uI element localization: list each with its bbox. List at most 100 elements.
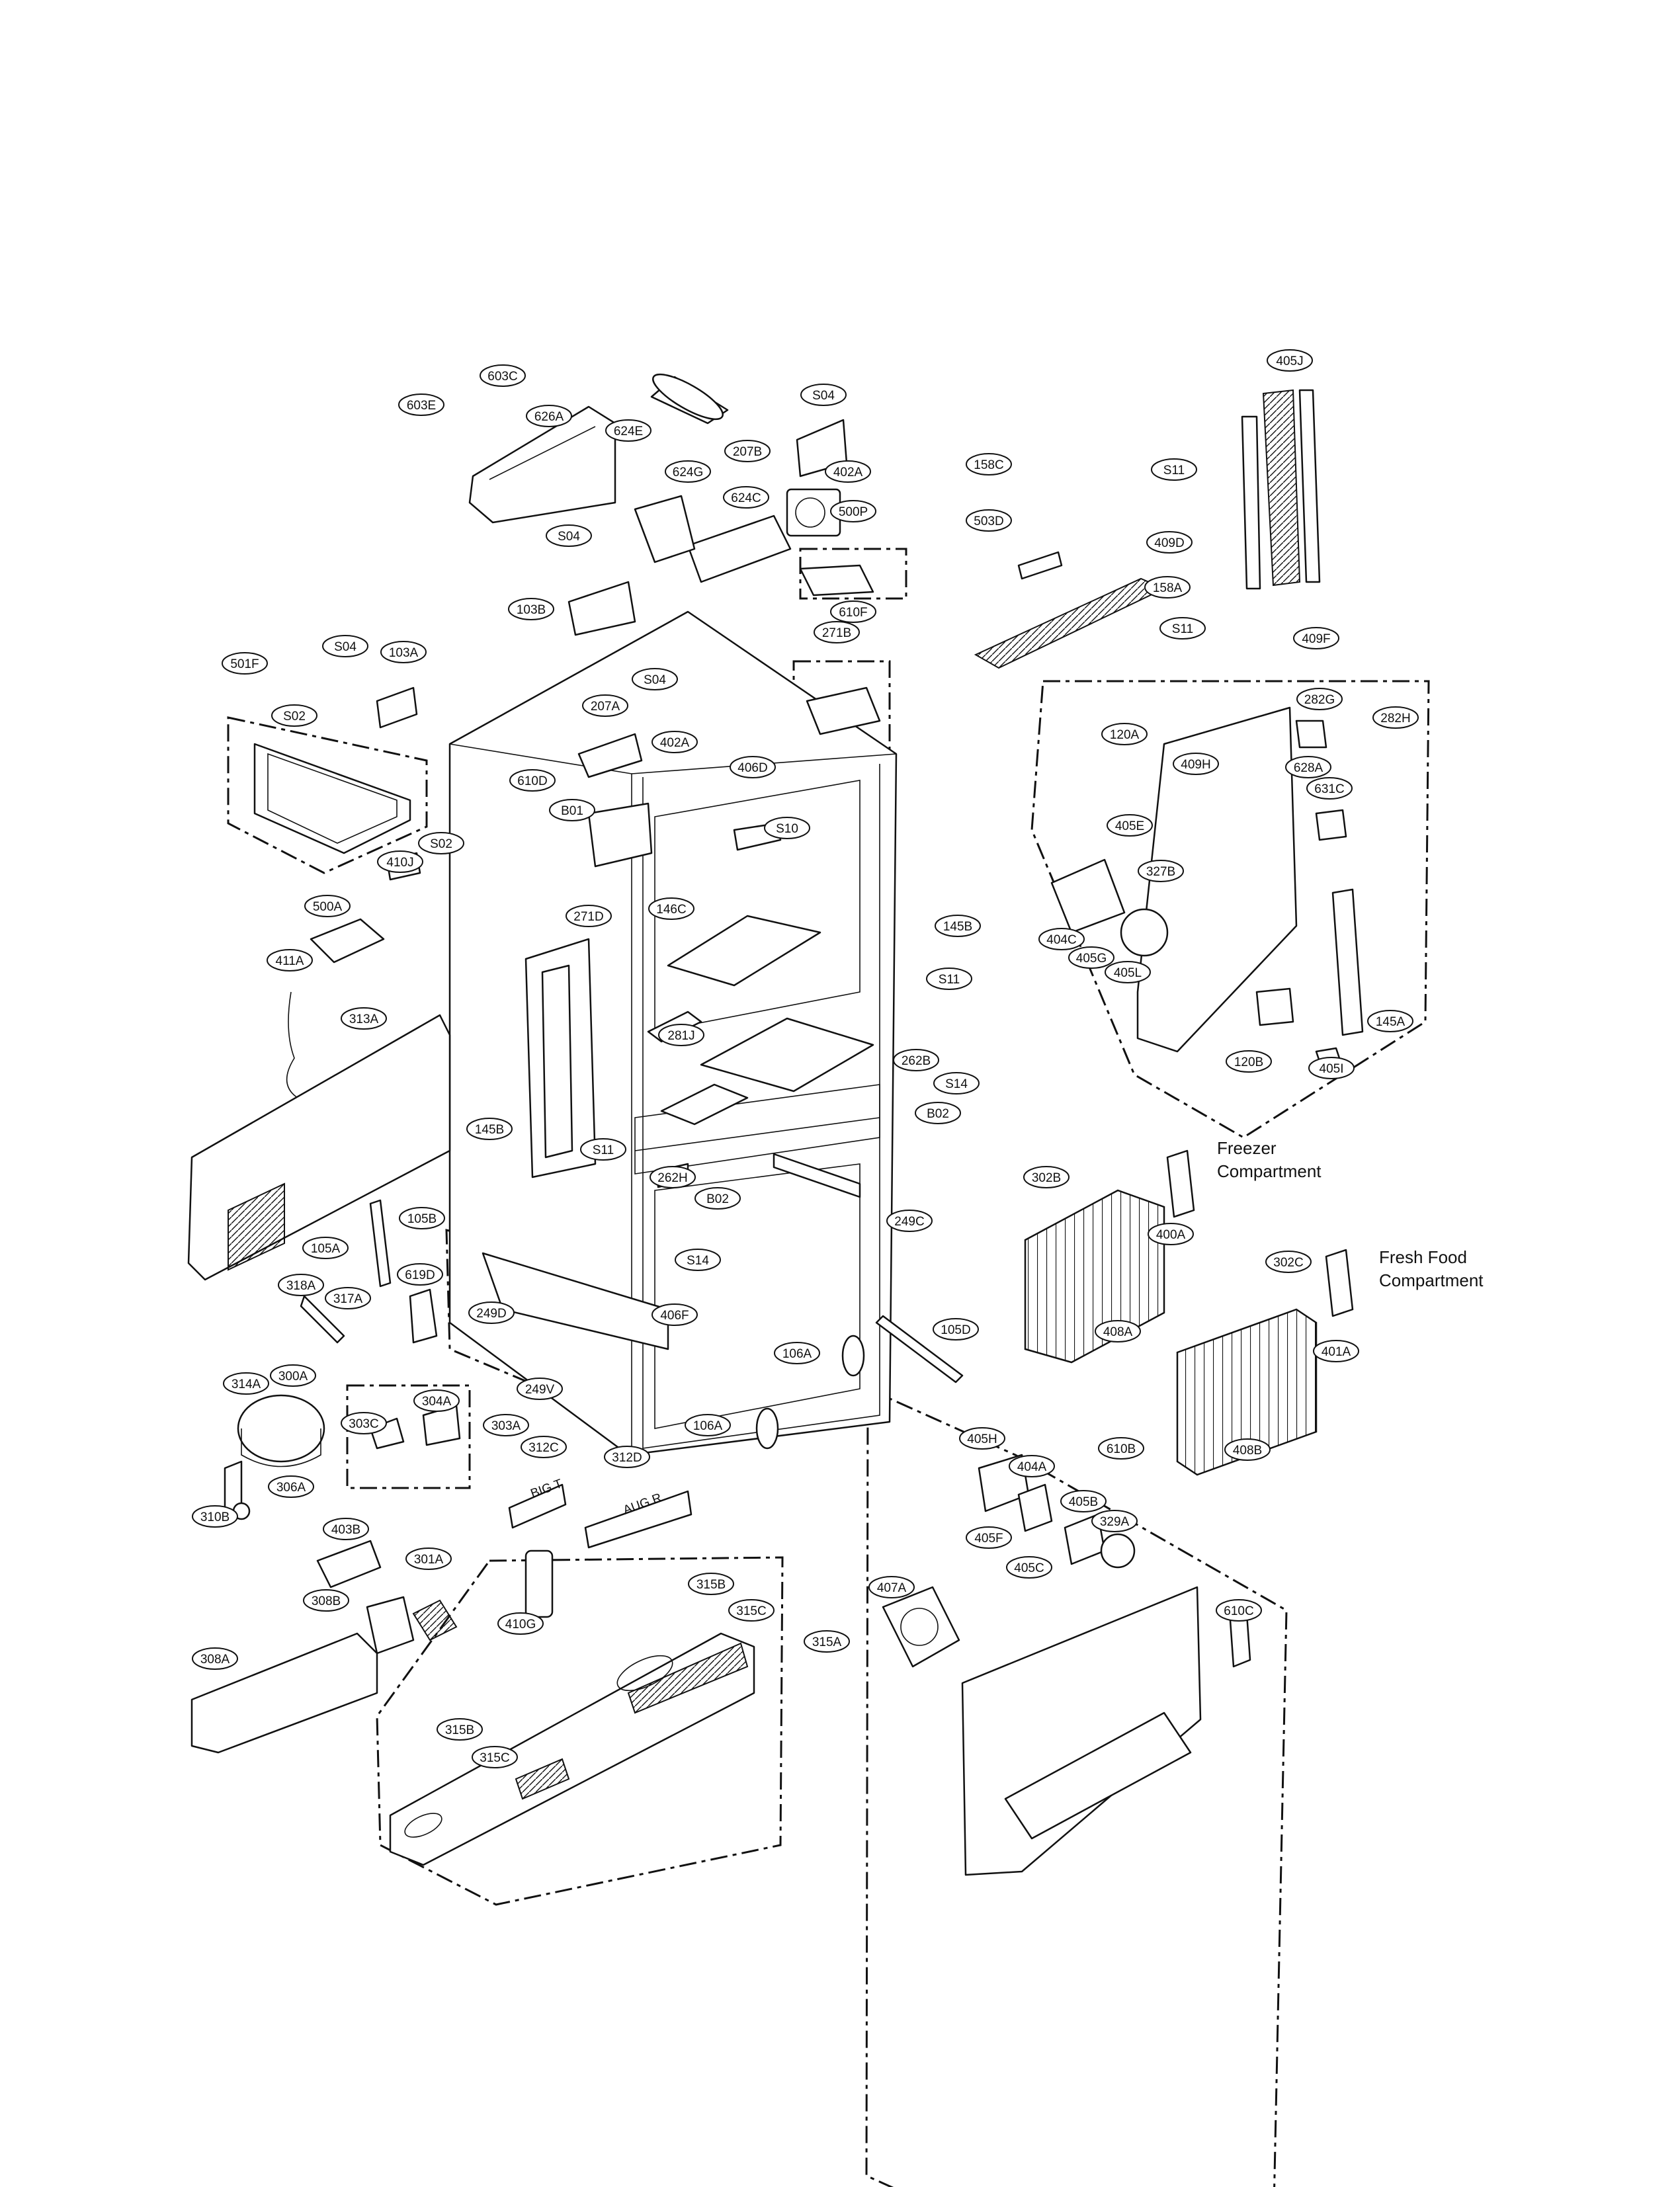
callout-405c: 405C: [1006, 1556, 1052, 1579]
callout-bubble: [1101, 723, 1148, 745]
callout-bubble: [483, 1414, 529, 1436]
callout-label: 145B: [475, 1123, 504, 1137]
left-side-parts: [187, 743, 669, 1350]
callout-bubble: [1224, 1438, 1271, 1461]
callout-label: 402A: [833, 466, 863, 479]
callout-bubble: [1173, 753, 1219, 775]
callout-409d: 409D: [1146, 531, 1193, 554]
callout-label: 610F: [839, 606, 867, 620]
callout-bubble: [730, 756, 776, 778]
callout-271d: 271D: [566, 905, 612, 927]
callout-label: 262B: [902, 1054, 931, 1068]
callout-s10: S10: [764, 817, 810, 839]
callout-bubble: [825, 460, 871, 483]
callout-406d: 406D: [730, 756, 776, 778]
callout-404c: 404C: [1038, 928, 1085, 950]
callout-label: 271D: [573, 910, 603, 924]
callout-s11: S11: [1151, 458, 1197, 481]
callout-bubble: [1159, 617, 1206, 640]
callout-label: 313A: [349, 1012, 379, 1026]
callout-302c: 302C: [1265, 1251, 1312, 1273]
callout-label: 315C: [736, 1604, 766, 1618]
callout-bubble: [1226, 1050, 1272, 1073]
callout-bubble: [966, 509, 1012, 532]
callout-label: 145A: [1376, 1015, 1406, 1029]
callout-label: S02: [283, 710, 306, 723]
callout-bubble: [341, 1007, 387, 1030]
callout-label: 610D: [517, 774, 547, 788]
callout-bubble: [1098, 1437, 1144, 1460]
callout-bubble: [549, 799, 595, 821]
callout-label: 106A: [782, 1347, 812, 1361]
callout-bubble: [1009, 1455, 1055, 1477]
callout-label: B01: [561, 804, 583, 818]
callout-label: S04: [812, 389, 835, 403]
callout-bubble: [546, 524, 592, 547]
callout-bubble: [304, 895, 351, 917]
callout-158c: 158C: [966, 453, 1012, 475]
callout-label: 303C: [349, 1417, 378, 1431]
callout-249v: 249V: [517, 1378, 563, 1400]
callout-207b: 207B: [724, 440, 771, 462]
callout-label: 619D: [405, 1268, 435, 1282]
callout-label: 308B: [312, 1594, 341, 1608]
callout-bubble: [650, 1166, 696, 1188]
callout-label: 282H: [1380, 712, 1410, 725]
callout-label: 301A: [414, 1553, 444, 1567]
callout-bubble: [582, 694, 628, 717]
callout-label: 500A: [313, 900, 343, 914]
callout-bubble: [830, 600, 876, 623]
callout-624g: 624G: [665, 460, 711, 483]
callout-bubble: [278, 1274, 324, 1296]
callout-s11: S11: [580, 1138, 626, 1161]
callout-bubble: [933, 1072, 980, 1094]
callout-bubble: [497, 1612, 544, 1635]
callout-bubble: [509, 769, 556, 792]
callout-bubble: [322, 635, 368, 657]
air-filter-parts: [974, 389, 1321, 669]
callout-s02: S02: [418, 832, 464, 854]
callout-300a: 300A: [270, 1364, 316, 1387]
callout-bubble: [192, 1505, 238, 1528]
callout-628a: 628A: [1285, 756, 1331, 778]
callout-label: 304A: [422, 1395, 452, 1409]
callout-label: 315A: [812, 1635, 842, 1649]
freshfood-note-line1: Fresh Food: [1379, 1247, 1467, 1267]
callout-label: B02: [706, 1192, 729, 1206]
callout-408b: 408B: [1224, 1438, 1271, 1461]
callout-bubble: [1038, 928, 1085, 950]
callout-303c: 303C: [341, 1412, 387, 1434]
callout-bubble: [399, 1207, 445, 1229]
callout-label: S14: [687, 1254, 709, 1268]
callout-label: 207A: [591, 700, 620, 714]
callout-label: 207B: [733, 445, 762, 459]
callout-label: 500P: [839, 505, 868, 519]
callout-bubble: [694, 1187, 741, 1210]
callout-103a: 103A: [380, 641, 427, 663]
callout-label: 300A: [278, 1370, 308, 1383]
callout-405b: 405B: [1060, 1490, 1107, 1512]
callout-label: 315B: [696, 1578, 726, 1592]
callout-bubble: [380, 641, 427, 663]
callout-bubble: [804, 1630, 850, 1653]
callout-bubble: [1293, 627, 1339, 649]
callout-label: 624C: [731, 491, 761, 505]
callout-bubble: [648, 897, 694, 920]
callout-s04: S04: [800, 384, 847, 406]
callout-label: 282G: [1304, 693, 1335, 707]
callout-405j: 405J: [1267, 349, 1313, 372]
callout-bubble: [604, 1446, 650, 1468]
callout-b01: B01: [549, 799, 595, 821]
callout-label: 249C: [894, 1215, 924, 1229]
callout-label: 405F: [974, 1532, 1003, 1546]
callout-bubble: [580, 1138, 626, 1161]
callout-bubble: [325, 1287, 371, 1309]
callout-315a: 315A: [804, 1630, 850, 1653]
callout-label: 406D: [737, 761, 767, 775]
evaporator-assemblies: [755, 706, 1364, 1876]
callout-624e: 624E: [605, 419, 651, 442]
callout-label: 405I: [1320, 1062, 1344, 1076]
callout-bubble: [665, 460, 711, 483]
callout-271b: 271B: [814, 621, 860, 643]
callout-label: 271B: [822, 626, 851, 640]
